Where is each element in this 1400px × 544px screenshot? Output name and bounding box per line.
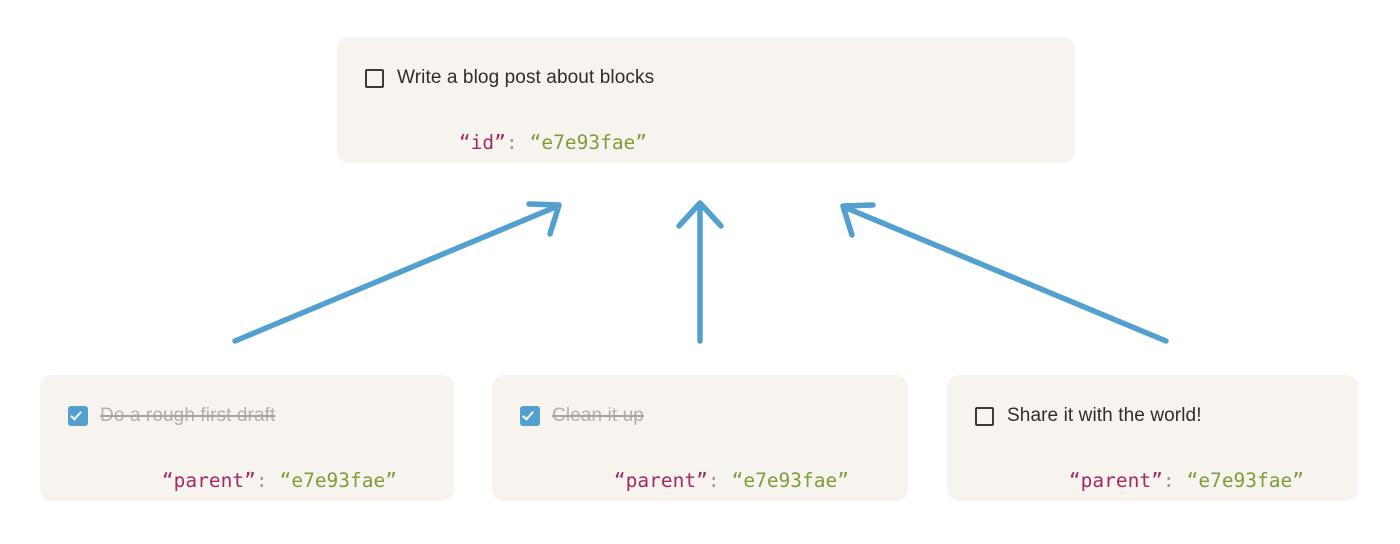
child-3-todo-line: Share it with the world!	[975, 403, 1338, 429]
child-3-todo-label: Share it with the world!	[1007, 405, 1202, 426]
arrow-middle-child-to-parent	[676, 200, 724, 344]
parent-json-colon: :	[505, 131, 518, 154]
checkbox-checked-icon[interactable]	[68, 406, 88, 426]
child-2-json-key: “parent”	[613, 469, 708, 492]
parent-json-value: “e7e93fae”	[529, 131, 648, 154]
child-1-todo-label: Do a rough first draft	[100, 405, 276, 426]
child-2-json-line: “parent”: “e7e93fae”	[520, 439, 888, 523]
child-3-json-value: “e7e93fae”	[1186, 469, 1304, 492]
child-2-json-colon: :	[707, 469, 720, 492]
child-block-card-2[interactable]: Clean it up “parent”: “e7e93fae”	[492, 375, 908, 501]
parent-json-line: “id”: “e7e93fae”	[365, 101, 1055, 185]
child-1-todo-line: Do a rough first draft	[68, 403, 434, 429]
child-2-json-value: “e7e93fae”	[731, 469, 849, 492]
checkbox-empty-icon[interactable]	[975, 406, 994, 426]
arrow-left-child-to-parent	[232, 201, 562, 344]
child-1-json-colon: :	[255, 469, 268, 492]
child-2-todo-line: Clean it up	[520, 403, 888, 429]
checkbox-empty-icon[interactable]	[365, 68, 384, 88]
parent-json-key: “id”	[458, 131, 506, 154]
arrow-right-child-to-parent	[840, 202, 1169, 344]
child-3-json-colon: :	[1162, 469, 1175, 492]
parent-todo-line: Write a blog post about blocks	[365, 65, 1055, 91]
child-2-todo-label: Clean it up	[552, 405, 644, 426]
child-1-json-key: “parent”	[161, 469, 256, 492]
checkbox-checked-icon[interactable]	[520, 406, 540, 426]
child-block-card-1[interactable]: Do a rough first draft “parent”: “e7e93fa…	[40, 375, 454, 501]
parent-todo-label: Write a blog post about blocks	[397, 67, 655, 88]
child-block-card-3[interactable]: Share it with the world! “parent”: “e7e93…	[947, 375, 1358, 501]
child-1-json-value: “e7e93fae”	[279, 469, 397, 492]
child-1-json-line: “parent”: “e7e93fae”	[68, 439, 434, 523]
child-3-json-key: “parent”	[1068, 469, 1163, 492]
child-3-json-line: “parent”: “e7e93fae”	[975, 439, 1338, 523]
parent-block-card[interactable]: Write a blog post about blocks “id”: “e7e…	[337, 37, 1075, 163]
